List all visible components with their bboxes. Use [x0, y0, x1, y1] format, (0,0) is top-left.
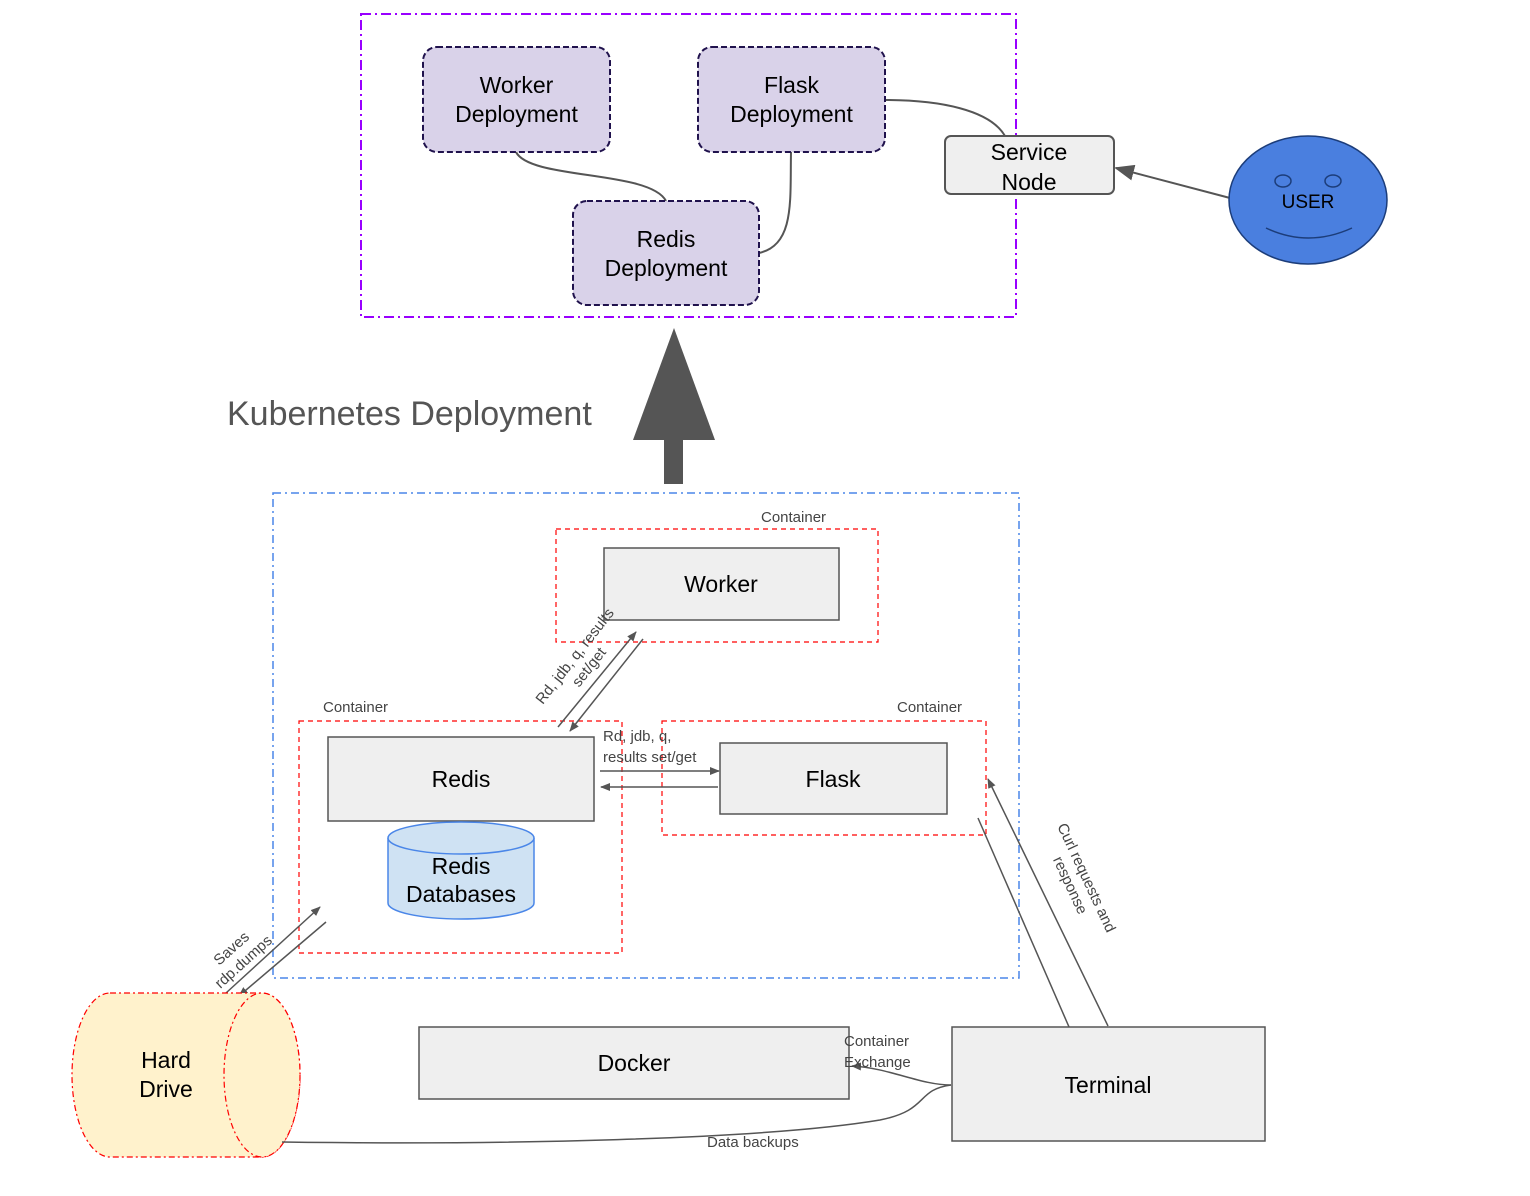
worker-deployment-node[interactable]: Worker Deployment [422, 46, 611, 153]
redis-flask-label-1: Rd, jdb, q, [603, 728, 671, 745]
redis-to-worker-arrow [557, 631, 637, 728]
saves-label-group: Saves rdp.dumps [210, 928, 275, 992]
service-node[interactable]: Service Node [944, 135, 1115, 195]
terminal-node[interactable]: Terminal [951, 1026, 1266, 1142]
user-node[interactable]: USER [1228, 135, 1388, 265]
hard-drive-label-2: Drive [139, 1076, 193, 1102]
user-left-eye-icon [1274, 174, 1292, 188]
redis-databases-node[interactable]: Redis Databases [387, 821, 535, 920]
service-node-label-2: Node [1002, 169, 1057, 195]
drive-to-redis-arrow [225, 906, 321, 994]
data-backups-label: Data backups [707, 1134, 799, 1151]
flask-container-border [661, 720, 987, 836]
redis-databases-label-2: Databases [406, 881, 516, 907]
worker-node[interactable]: Worker [603, 547, 840, 621]
hard-drive-node[interactable]: Hard Drive [71, 992, 301, 1158]
redis-flask-label-2: results set/get [603, 749, 697, 766]
redis-deployment-label-1: Redis [637, 226, 696, 252]
container-exchange-label-2: Exchange [844, 1054, 911, 1071]
redis-node[interactable]: Redis [327, 736, 595, 822]
container-exchange-label-1: Container [844, 1033, 909, 1050]
user-right-eye-icon [1324, 174, 1342, 188]
service-node-label-1: Service [991, 139, 1068, 165]
redis-label: Redis [432, 766, 491, 792]
data-backups-connector [281, 1084, 952, 1144]
flask-label: Flask [806, 766, 861, 792]
worker-container-border [555, 528, 879, 643]
worker-redis-label-group: Rd, jdb, q, results set/get [533, 605, 618, 707]
terminal-label: Terminal [1065, 1072, 1152, 1098]
redis-container-border [298, 720, 623, 954]
flask-deployment-label-2: Deployment [730, 101, 853, 127]
docker-environment-border [272, 492, 1020, 979]
docker-label: Docker [598, 1050, 671, 1076]
kubernetes-deployment-label: Kubernetes Deployment [227, 395, 592, 433]
redis-container-label: Container [323, 699, 388, 716]
worker-label: Worker [684, 571, 758, 597]
redis-deployment-label-2: Deployment [605, 255, 728, 281]
flask-service-connector [884, 99, 1006, 137]
redis-databases-label-1: Redis [432, 853, 491, 879]
terminal-to-flask-arrow [987, 778, 1109, 1027]
flask-deployment-label-1: Flask [764, 72, 819, 98]
worker-deployment-label-1: Worker [480, 72, 554, 98]
worker-deployment-label-2: Deployment [455, 101, 578, 127]
worker-redis-connector [515, 151, 667, 202]
worker-container-label: Container [761, 509, 826, 526]
flask-redis-connector [758, 151, 792, 254]
redis-deployment-node[interactable]: Redis Deployment [572, 200, 760, 306]
user-smile-icon [1265, 227, 1353, 239]
hard-drive-label-1: Hard [141, 1047, 191, 1073]
flask-container-label: Container [897, 699, 962, 716]
terminal-to-docker-arrow [851, 1062, 952, 1086]
docker-node[interactable]: Docker [418, 1026, 850, 1100]
flask-to-terminal-arrow [977, 817, 1077, 1044]
flask-node[interactable]: Flask [719, 742, 948, 815]
redis-to-drive-arrow [238, 921, 327, 997]
kubernetes-deployment-arrow [633, 328, 715, 484]
worker-to-redis-arrow [569, 638, 644, 732]
user-label: USER [1282, 192, 1335, 213]
user-service-arrow [1114, 164, 1231, 199]
flask-deployment-node[interactable]: Flask Deployment [697, 46, 886, 153]
curl-label-group: Curl requests and response [1049, 821, 1119, 935]
